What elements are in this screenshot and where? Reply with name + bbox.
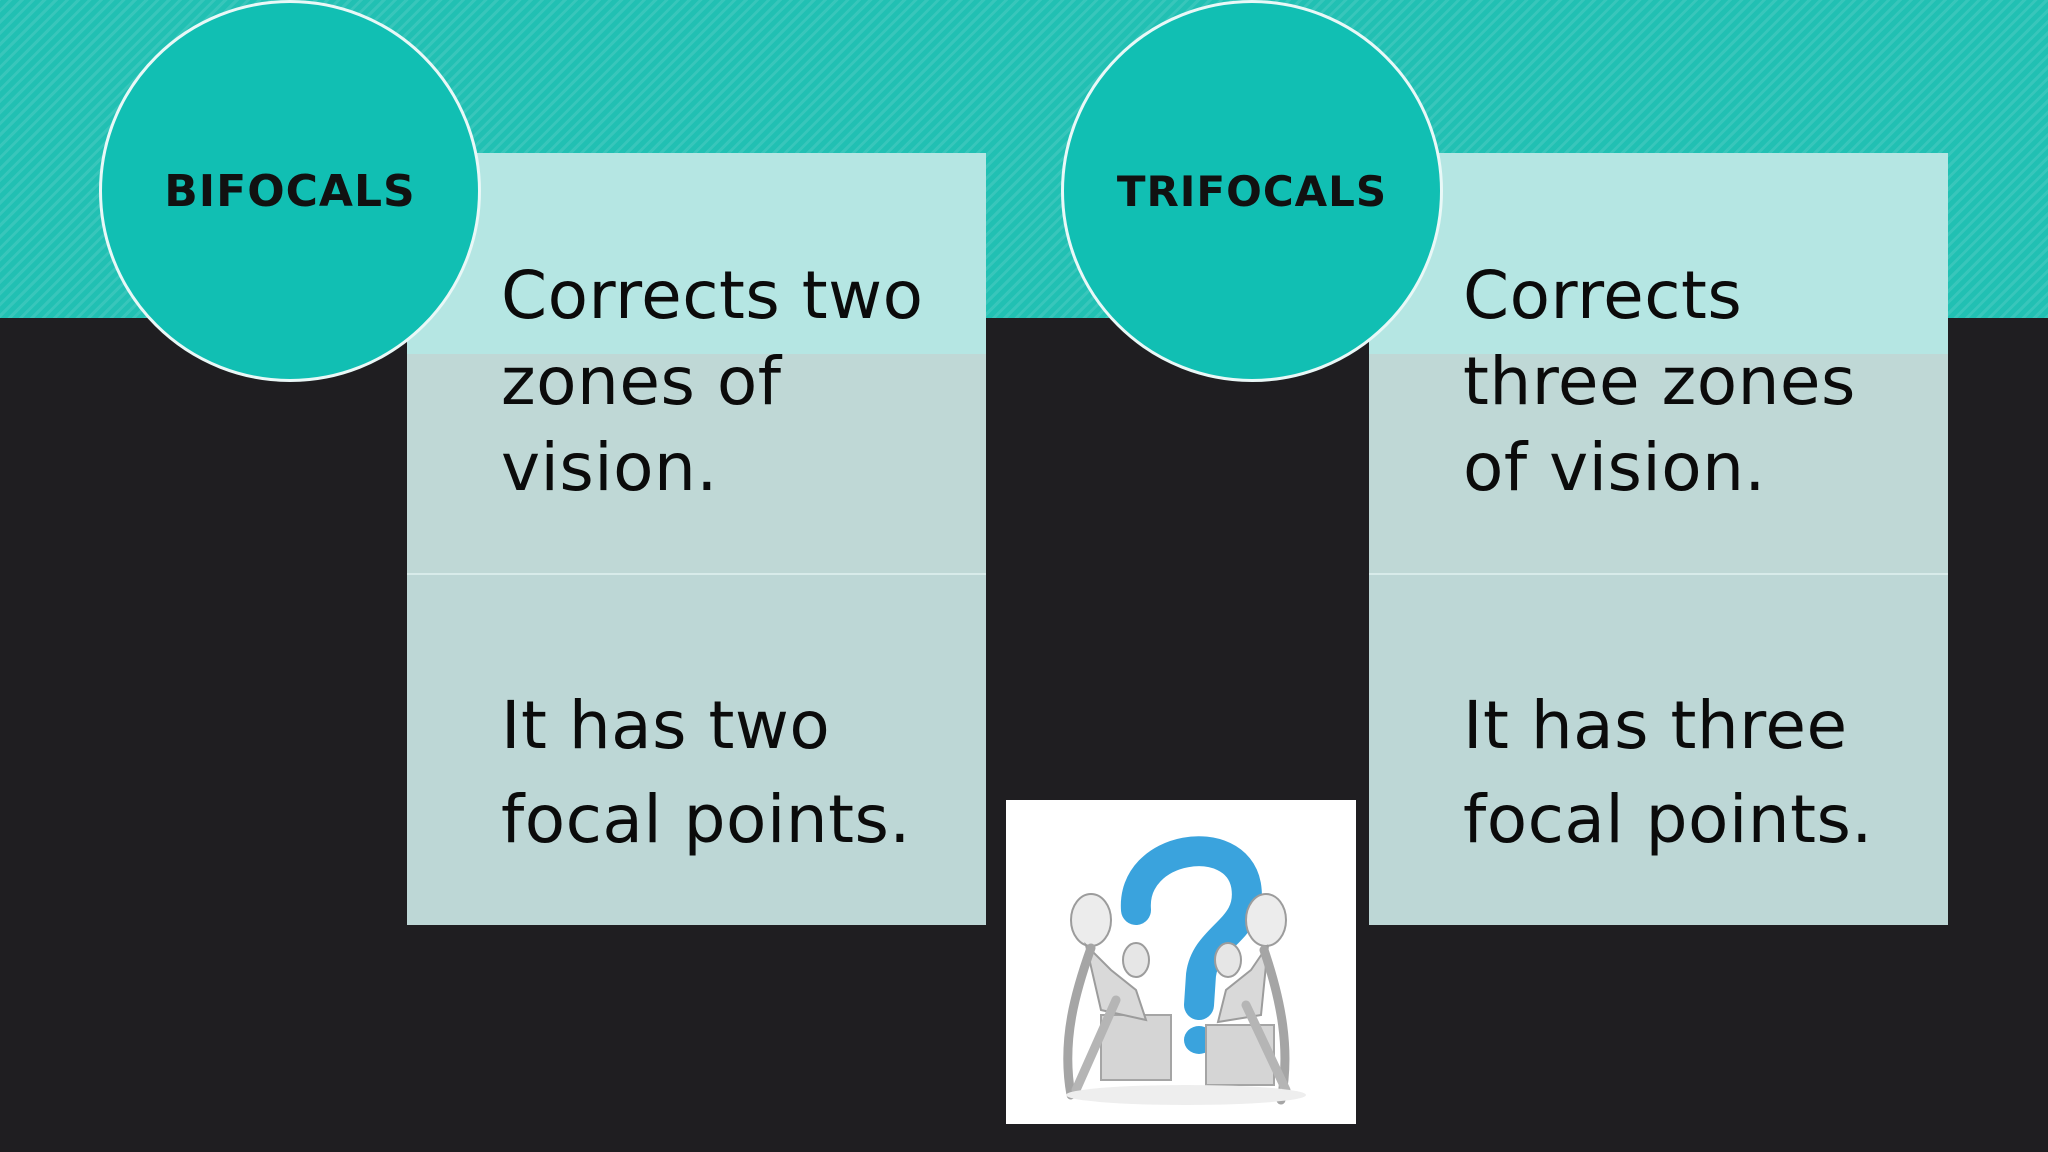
bifocals-point-1-text: Corrects two zones of vision. bbox=[501, 257, 924, 506]
bifocals-card: Corrects two zones of vision. It has two… bbox=[407, 153, 986, 925]
trifocals-heading-circle: TRIFOCALS bbox=[1061, 0, 1443, 382]
trifocals-heading: TRIFOCALS bbox=[1116, 166, 1388, 216]
bifocals-point-2: It has two focal points. bbox=[407, 575, 986, 925]
trifocals-point-1: Corrects three zones of vision. bbox=[1369, 153, 1948, 573]
trifocals-card-divider bbox=[1369, 573, 1948, 575]
bifocals-point-2-text: It has two focal points. bbox=[501, 687, 911, 858]
trifocals-point-1-text: Corrects three zones of vision. bbox=[1463, 257, 1856, 506]
trifocals-point-2: It has three focal points. bbox=[1369, 575, 1948, 925]
bifocals-heading-circle: BIFOCALS bbox=[99, 0, 481, 382]
trifocals-point-2-text: It has three focal points. bbox=[1463, 687, 1873, 858]
bifocals-point-1: Corrects two zones of vision. bbox=[407, 153, 986, 573]
trifocals-card: Corrects three zones of vision. It has t… bbox=[1369, 153, 1948, 925]
bifocals-heading: BIFOCALS bbox=[164, 165, 416, 217]
bifocals-card-divider bbox=[407, 573, 986, 575]
question-mark-figures-icon bbox=[1063, 836, 1306, 1105]
question-mark-figures-image bbox=[1006, 800, 1356, 1124]
